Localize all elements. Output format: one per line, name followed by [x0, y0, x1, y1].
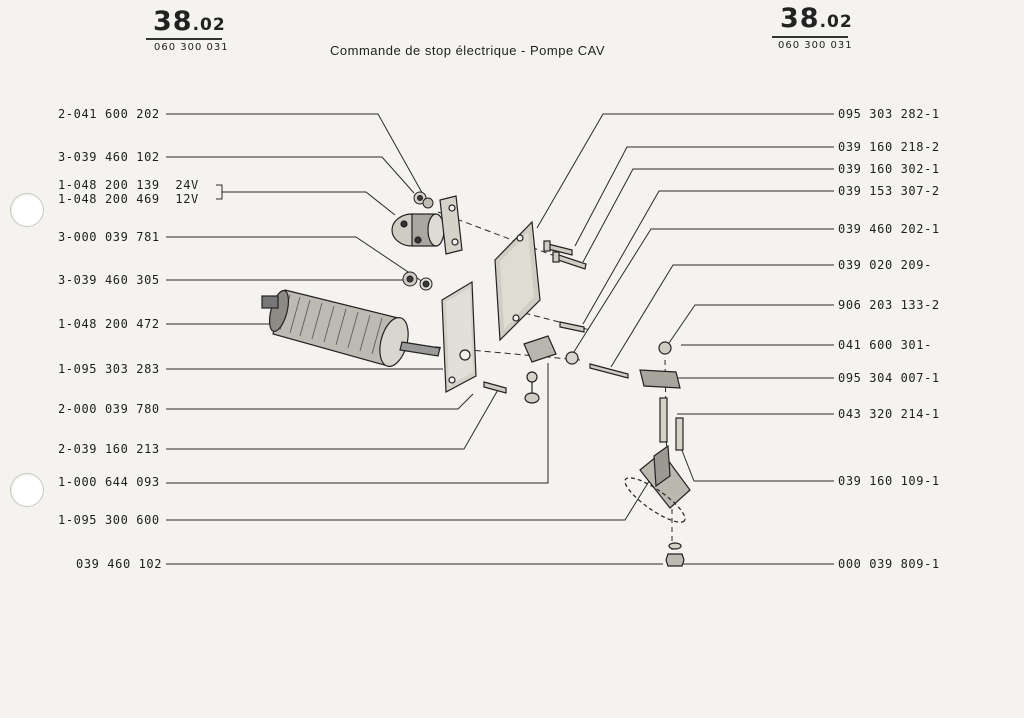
leader-line [582, 190, 834, 325]
part-label-right: 043 320 214-1 [838, 407, 940, 421]
bracket-plate-drawing [441, 280, 477, 393]
part-label-right: 000 039 809-1 [838, 557, 940, 571]
page-number-left-rule [146, 38, 222, 40]
part-label-right: 039 160 302-1 [838, 162, 940, 176]
screw-drawing [483, 240, 629, 394]
part-label-right: 039 153 307-2 [838, 184, 940, 198]
part-label-left: 2-041 600 202 [58, 107, 160, 121]
stop-lever-drawing [624, 341, 691, 567]
part-label-left: 1-000 644 093 [58, 475, 160, 489]
part-label-left: 3-039 460 102 [58, 150, 160, 164]
part-label-left: 039 460 102 [76, 557, 163, 571]
leader-line [536, 113, 834, 229]
mounting-plate-drawing [494, 220, 541, 342]
part-label-right: 039 160 109-1 [838, 474, 940, 488]
leader-line [610, 264, 834, 368]
binder-hole-bottom [10, 473, 44, 507]
binder-hole-top [10, 193, 44, 227]
leader-line [571, 228, 834, 356]
page-code-right: 060 300 031 [778, 40, 853, 51]
part-label-left: 1-095 303 283 [58, 362, 160, 376]
solenoid-drawing [261, 289, 441, 367]
leader-line [582, 168, 834, 263]
page-code-left: 060 300 031 [154, 42, 229, 53]
leader-line [166, 393, 474, 410]
leader-line [216, 184, 223, 200]
part-label-left: 2-039 160 213 [58, 442, 160, 456]
leader-line [668, 304, 834, 344]
terminal-cap-drawing [391, 195, 463, 255]
part-label-left: 3-039 460 305 [58, 273, 160, 287]
lever-drawing [523, 335, 557, 404]
leader-line [222, 191, 396, 216]
part-label-right: 039 160 218-2 [838, 140, 940, 154]
part-label-left: 1-048 200 469 12V [58, 192, 199, 206]
page-title: Commande de stop électrique - Pompe CAV [330, 43, 606, 58]
leader-line [166, 387, 500, 450]
nut-drawing [402, 191, 434, 291]
part-label-left: 1-095 300 600 [58, 513, 160, 527]
part-label-right: 095 303 282-1 [838, 107, 940, 121]
leader-line [680, 447, 834, 482]
part-label-left: 3-000 039 781 [58, 230, 160, 244]
part-label-left: 2-000 039 780 [58, 402, 160, 416]
part-label-right: 039 020 209- [838, 258, 932, 272]
leader-line [166, 477, 652, 521]
page-number-right: 38.02 [780, 3, 853, 34]
leader-line [166, 363, 549, 484]
part-label-left: 1-048 200 139 24V [58, 178, 199, 192]
leader-line [166, 156, 415, 194]
page-number-left: 38.02 [153, 6, 226, 37]
part-label-right: 041 600 301- [838, 338, 932, 352]
part-label-right: 039 460 202-1 [838, 222, 940, 236]
leader-line [574, 146, 834, 247]
leader-line [166, 113, 426, 199]
assembly-axis [414, 344, 581, 361]
part-label-right: 906 203 133-2 [838, 298, 940, 312]
part-label-right: 095 304 007-1 [838, 371, 940, 385]
page-number-right-rule [772, 36, 848, 38]
part-label-left: 1-048 200 472 [58, 317, 160, 331]
leader-line [166, 236, 424, 283]
